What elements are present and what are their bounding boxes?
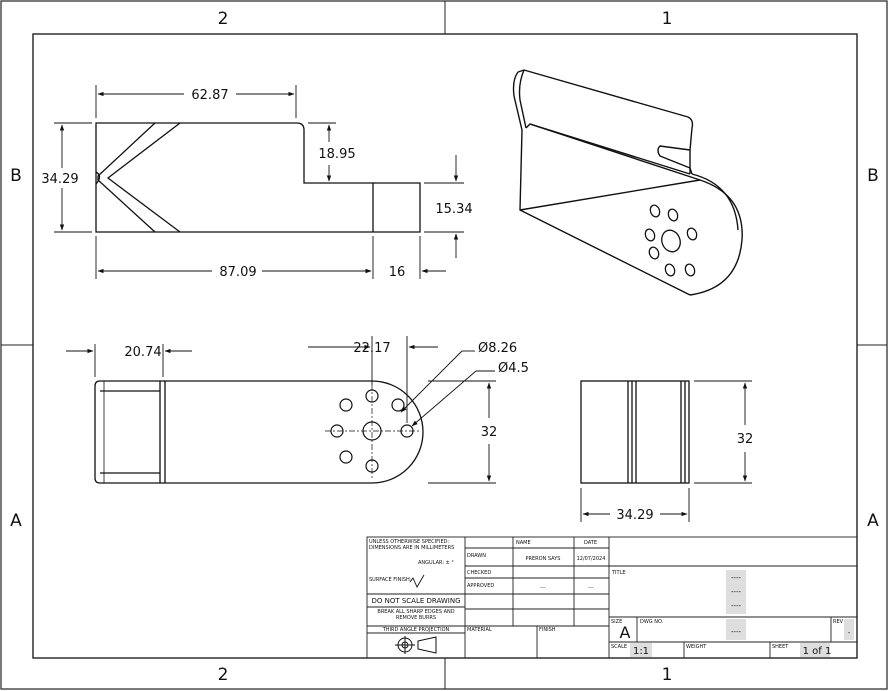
title-block-shading <box>630 570 854 657</box>
tb-surface-finish: SURFACE FINISH: <box>369 577 412 583</box>
tb-dwg-value: ---- <box>731 628 742 636</box>
front-view-centerlines <box>325 384 419 478</box>
tb-scale-label: SCALE <box>611 644 627 650</box>
dim-overall-length: 87.09 <box>219 265 256 280</box>
zone-row-b-left: B <box>10 166 22 186</box>
tb-title-line-1: ---- <box>731 574 742 582</box>
side-view <box>580 380 690 484</box>
top-view <box>95 122 421 233</box>
zone-row-b-right: B <box>867 166 879 186</box>
third-angle-projection-icon <box>395 636 437 654</box>
front-view <box>94 380 424 484</box>
zone-row-a-right: A <box>867 511 879 531</box>
tb-drawn: DRAWN <box>467 553 486 559</box>
tb-projection: THIRD ANGLE PROJECTION <box>382 627 450 633</box>
tb-finish: FINISH <box>539 627 556 633</box>
isometric-holes <box>644 204 698 277</box>
zone-col-1-bottom: 1 <box>662 665 673 685</box>
tb-no-scale: DO NOT SCALE DRAWING <box>371 597 460 605</box>
tb-approved: APPROVED <box>467 583 494 589</box>
dim-side-width: 34.29 <box>616 508 653 523</box>
dim-overall-height: 34.29 <box>41 172 78 187</box>
tb-rev-value: - <box>848 629 851 637</box>
tb-size-value: A <box>620 623 631 642</box>
tb-drawn-name: PRERON SAYS <box>526 556 561 562</box>
zone-row-a-left: A <box>10 511 22 531</box>
zone-col-1-top: 1 <box>662 9 673 29</box>
dim-end-length: 16 <box>389 265 406 280</box>
tb-sheet-label: SHEET <box>772 644 789 650</box>
tb-dwg-label: DWG NO. <box>640 619 664 625</box>
tb-hdr-date: DATE <box>584 540 597 546</box>
dim-front-height: 32 <box>481 425 498 440</box>
title-block-grid <box>366 536 858 659</box>
front-view-dimensions <box>66 336 496 484</box>
tb-title-label: TITLE <box>611 570 626 576</box>
surface-finish-icon <box>409 574 425 588</box>
zone-col-2-top: 2 <box>218 9 229 29</box>
tb-checked: CHECKED <box>467 570 491 576</box>
dim-step-height: 18.95 <box>318 147 355 162</box>
tb-title-line-3: ---- <box>731 602 742 610</box>
side-view-dimensions <box>580 380 752 522</box>
dim-side-height: 32 <box>737 432 754 447</box>
dim-hole-spacing: 22.17 <box>353 341 390 356</box>
tb-material: MATERIAL <box>467 627 492 633</box>
zone-col-2-bottom: 2 <box>218 665 229 685</box>
tb-title-line-2: ---- <box>731 588 742 596</box>
tb-general-note: UNLESS OTHERWISE SPECIFIED:DIMENSIONS AR… <box>369 539 454 551</box>
tb-drawn-date: 12/07/2024 <box>577 556 606 562</box>
tb-weight-label: WEIGHT <box>686 644 707 650</box>
dim-top-width: 62.87 <box>191 88 228 103</box>
tb-approved-name: --- <box>540 585 546 591</box>
tb-size-label: SIZE <box>611 619 622 625</box>
tb-scale-value: 1:1 <box>633 646 649 657</box>
tb-rev-label: REV <box>833 619 844 625</box>
tb-sheet-value: 1 of 1 <box>803 646 832 657</box>
dim-hole-dia-small: Ø4.5 <box>498 361 529 376</box>
tb-approved-date: --- <box>588 585 594 591</box>
isometric-view <box>512 69 743 296</box>
tb-angular: ANGULAR: ± ° <box>418 560 454 566</box>
dim-front-offset: 20.74 <box>124 345 161 360</box>
top-view-dimensions <box>54 85 464 279</box>
tb-hdr-name: NAME <box>516 540 531 546</box>
dim-end-height: 15.34 <box>435 202 472 217</box>
dim-hole-dia-large: Ø8.26 <box>478 341 517 356</box>
